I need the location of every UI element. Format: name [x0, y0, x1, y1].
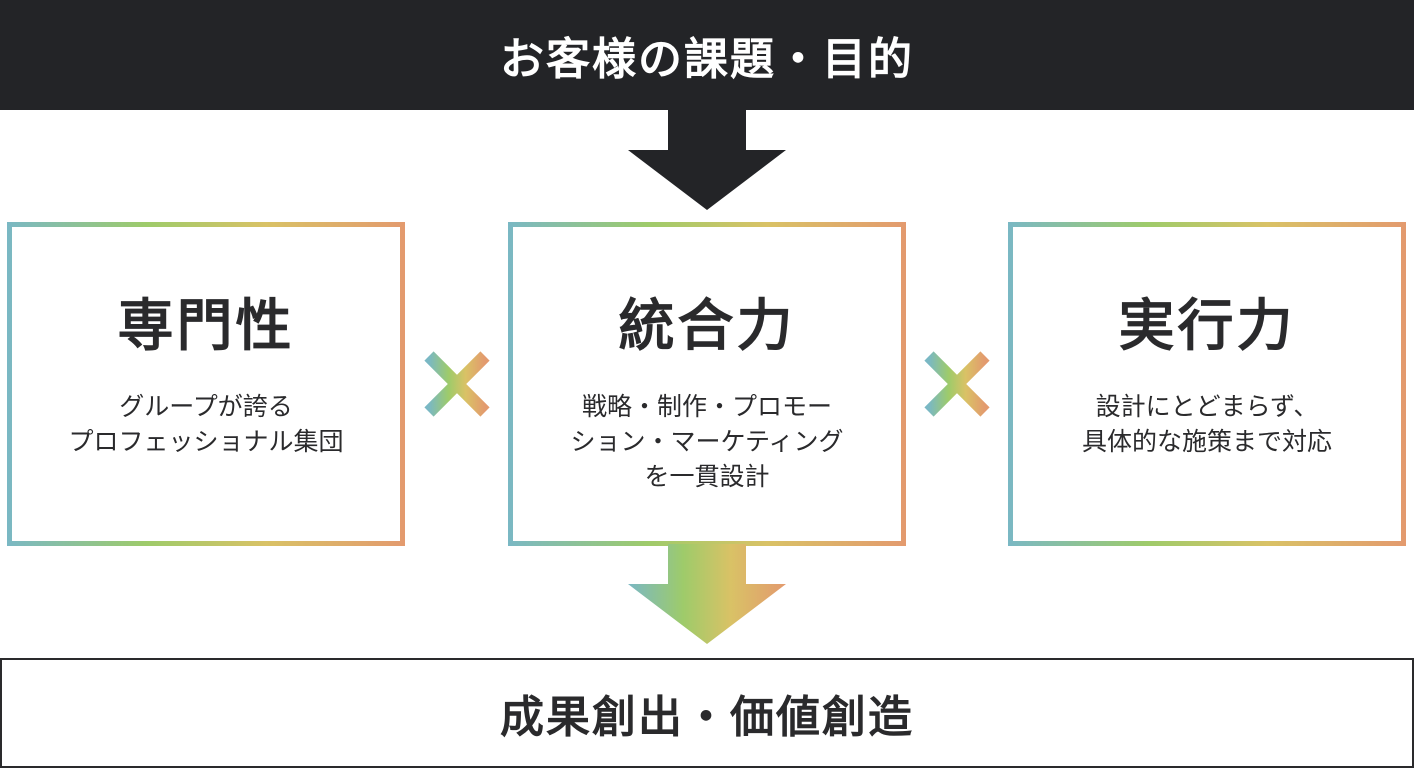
header-title: お客様の課題・目的 — [500, 34, 914, 85]
card-title: 専門性 — [117, 294, 295, 359]
card-execution: 実行力 設計にとどまらず、 具体的な施策まで対応 — [1008, 222, 1406, 546]
card-description: 設計にとどまらず、 具体的な施策まで対応 — [1082, 389, 1332, 459]
card-description: グループが誇る プロフェッショナル集団 — [68, 389, 343, 459]
arrow-down-icon — [628, 108, 786, 210]
card-title: 実行力 — [1118, 294, 1296, 359]
card-desc-line: 具体的な施策まで対応 — [1081, 427, 1332, 456]
card-inner: 専門性 グループが誇る プロフェッショナル集団 — [12, 227, 400, 541]
result-title: 成果創出・価値創造 — [500, 692, 914, 743]
card-desc-line: プロフェッショナル集団 — [68, 427, 344, 456]
card-inner: 実行力 設計にとどまらず、 具体的な施策まで対応 — [1013, 227, 1401, 541]
card-desc-line: 設計にとどまらず、 — [1095, 392, 1319, 421]
card-integration: 統合力 戦略・制作・プロモー ション・マーケティング を一貫設計 — [508, 222, 906, 546]
card-desc-line: を一貫設計 — [644, 462, 770, 491]
header-bar: お客様の課題・目的 — [0, 0, 1414, 110]
result-box: 成果創出・価値創造 — [0, 658, 1414, 768]
card-expertise: 専門性 グループが誇る プロフェッショナル集団 — [7, 222, 405, 546]
card-title: 統合力 — [618, 294, 796, 359]
arrow-down-gradient-icon — [628, 544, 786, 644]
multiply-icon — [924, 351, 990, 417]
card-desc-line: グループが誇る — [119, 392, 293, 421]
card-desc-line: ション・マーケティング — [570, 427, 844, 456]
card-description: 戦略・制作・プロモー ション・マーケティング を一貫設計 — [570, 389, 843, 494]
card-inner: 統合力 戦略・制作・プロモー ション・マーケティング を一貫設計 — [513, 227, 901, 541]
multiply-icon — [424, 351, 490, 417]
card-desc-line: 戦略・制作・プロモー — [581, 392, 832, 421]
